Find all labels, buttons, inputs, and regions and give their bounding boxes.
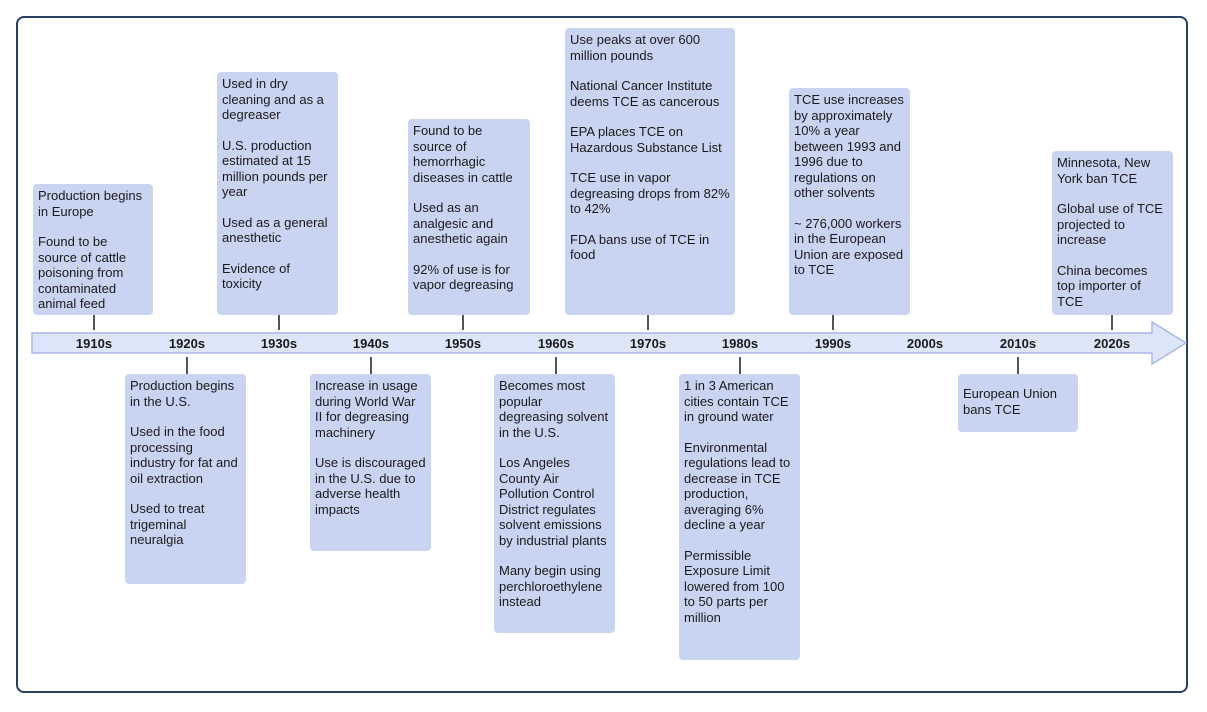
- event-text: Production begins in the U.S.: [130, 378, 235, 409]
- event-box-1990s: TCE use increases by approximately 10% a…: [789, 88, 910, 315]
- connector-1940s: [370, 357, 372, 374]
- event-text: Global use of TCE projected to increase: [1057, 201, 1163, 247]
- event-text: Used as a general anesthetic: [222, 214, 328, 246]
- timeline-arrow-shape: [31, 320, 1188, 366]
- decade-label-1990s: 1990s: [814, 336, 852, 351]
- connector-2010s: [1017, 357, 1019, 374]
- event-text: Used in the food processing industry for…: [130, 424, 238, 486]
- event-box-1940s: Increase in usage during World War II fo…: [310, 374, 431, 551]
- event-text: 1 in 3 American cities contain TCE in gr…: [684, 378, 789, 424]
- event-box-2020s: Minnesota, New York ban TCE Global use o…: [1052, 151, 1173, 315]
- event-text: TCE use in vapor degreasing drops from 8…: [570, 170, 730, 216]
- decade-label-1980s: 1980s: [721, 336, 759, 351]
- event-text: Production begins in Europe: [38, 188, 143, 219]
- event-text: Found to be source of cattle poisoning f…: [38, 234, 127, 311]
- event-text: Increase in usage during World War II fo…: [315, 378, 418, 440]
- decade-label-1940s: 1940s: [352, 336, 390, 351]
- event-text: Use peaks at over 600 million pounds: [570, 32, 701, 63]
- event-box-2010s: European Union bans TCE: [958, 374, 1078, 432]
- event-text: Used to treat trigeminal neuralgia: [130, 501, 205, 547]
- event-text: Becomes most popular degreasing solvent …: [499, 378, 609, 440]
- event-text: Permissible Exposure Limit lowered from …: [684, 547, 785, 625]
- connector-1970s: [647, 315, 649, 330]
- event-box-1960s: Becomes most popular degreasing solvent …: [494, 374, 615, 633]
- event-text: China becomes top importer of TCE: [1057, 262, 1148, 309]
- event-box-1910s: Production begins in Europe Found to be …: [33, 184, 153, 315]
- connector-1910s: [93, 315, 95, 330]
- decade-label-2000s: 2000s: [906, 336, 944, 351]
- event-text: Used as an analgesic and anesthetic agai…: [413, 200, 508, 246]
- decade-label-1930s: 1930s: [260, 336, 298, 351]
- event-text: Minnesota, New York ban TCE: [1057, 155, 1151, 186]
- decade-label-1970s: 1970s: [629, 336, 667, 351]
- decade-label-1950s: 1950s: [444, 336, 482, 351]
- event-text: Use is discouraged in the U.S. due to ad…: [315, 455, 426, 517]
- connector-1950s: [462, 315, 464, 330]
- connector-1960s: [555, 357, 557, 374]
- event-text: 92% of use is for vapor degreasing: [413, 261, 514, 293]
- event-text: Los Angeles County Air Pollution Control…: [499, 455, 607, 548]
- event-text: ~ 276,000 workers in the European Union …: [794, 215, 904, 278]
- connector-1920s: [186, 357, 188, 374]
- event-text: Found to be source of hemorrhagic diseas…: [413, 123, 513, 185]
- event-box-1930s: Used in dry cleaning and as a degreaser …: [217, 72, 338, 315]
- event-box-1970s: Use peaks at over 600 million pounds Nat…: [565, 28, 735, 315]
- event-text: Environmental regulations lead to decrea…: [684, 439, 791, 533]
- decade-label-1910s: 1910s: [75, 336, 113, 351]
- decade-label-2020s: 2020s: [1093, 336, 1131, 351]
- event-text: European Union bans TCE: [963, 386, 1057, 417]
- event-text: Used in dry cleaning and as a degreaser: [222, 76, 324, 122]
- event-text: EPA places TCE on Hazardous Substance Li…: [570, 124, 722, 155]
- event-text: FDA bans use of TCE in food: [570, 231, 710, 263]
- connector-1990s: [832, 315, 834, 330]
- connector-1930s: [278, 315, 280, 330]
- event-box-1920s: Production begins in the U.S. Used in th…: [125, 374, 246, 584]
- decade-label-1960s: 1960s: [537, 336, 575, 351]
- connector-1980s: [739, 357, 741, 374]
- event-text: Many begin using perchloroethylene inste…: [499, 563, 603, 609]
- event-text: TCE use increases by approximately 10% a…: [794, 92, 904, 200]
- event-text: U.S. production estimated at 15 million …: [222, 137, 328, 200]
- connector-2020s: [1111, 315, 1113, 330]
- event-box-1980s: 1 in 3 American cities contain TCE in gr…: [679, 374, 800, 660]
- event-text: Evidence of toxicity: [222, 260, 290, 292]
- event-box-1950s: Found to be source of hemorrhagic diseas…: [408, 119, 530, 315]
- decade-label-1920s: 1920s: [168, 336, 206, 351]
- event-text: National Cancer Institute deems TCE as c…: [570, 78, 720, 109]
- decade-label-2010s: 2010s: [999, 336, 1037, 351]
